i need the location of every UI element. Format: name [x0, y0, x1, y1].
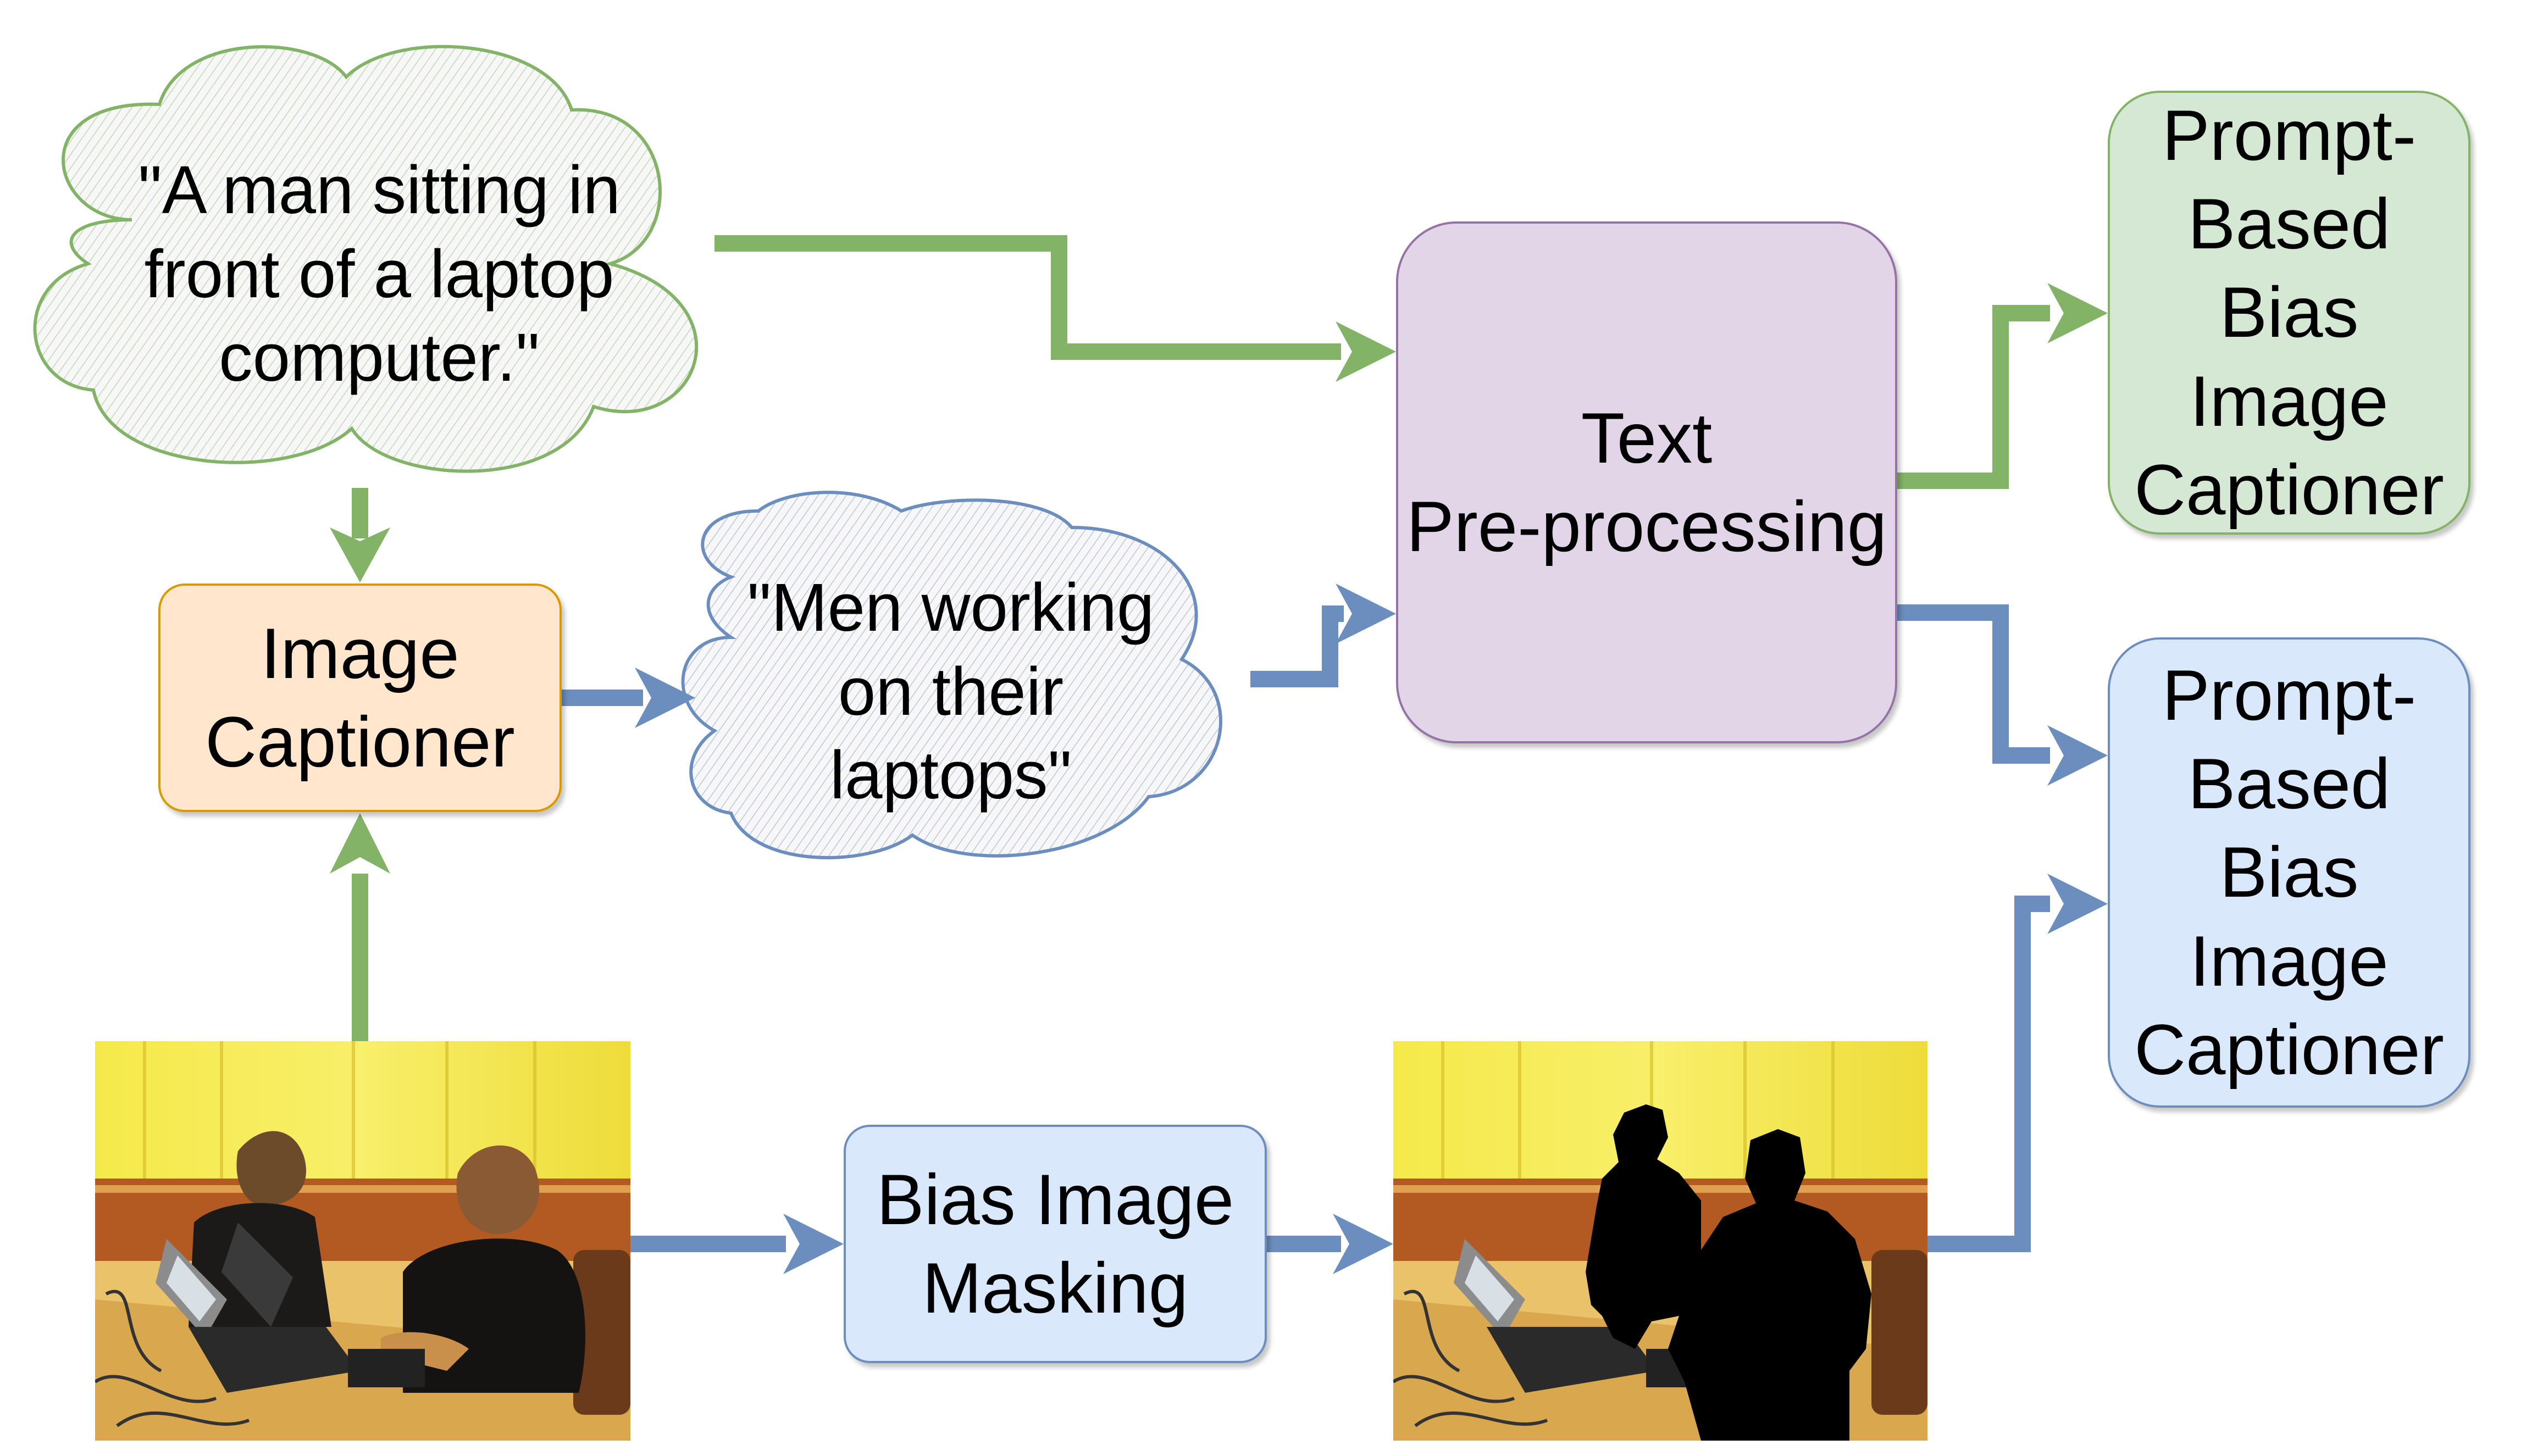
text-preprocessing-box: Text Pre-processing [1396, 221, 1897, 743]
edge-masked-photo-to-image-captioner [1927, 896, 2050, 1252]
mask-person-right [1668, 1129, 1871, 1441]
arrowhead-image-captioner-bottom [2047, 874, 2108, 934]
input-caption-cloud-hatch [35, 46, 697, 471]
arrowhead-image-captioner-top [2047, 725, 2108, 786]
edge-preprocessing-to-image-captioner [1897, 604, 2050, 764]
prompt-based-captioner-text-box: Prompt- Based Bias Image Captioner [2108, 91, 2470, 535]
arrowhead-preprocessing-green [1336, 321, 1396, 382]
arrowhead-generated-cloud [635, 668, 695, 728]
original-photo [95, 1041, 630, 1441]
bias-image-masking-box: Bias Image Masking [844, 1125, 1267, 1363]
edge-cloud-to-preprocessing [1250, 605, 1344, 687]
prompt-based-captioner-image-box: Prompt- Based Bias Image Captioner [2108, 637, 2470, 1108]
generated-caption-cloud-hatch [683, 492, 1221, 858]
image-captioner-box: Image Captioner [158, 583, 562, 812]
arrowhead-text-captioner [2047, 283, 2108, 343]
masked-photo [1393, 1041, 1927, 1441]
arrowhead-captioner-bottom [330, 813, 390, 874]
arrowhead-masked-photo [1333, 1214, 1393, 1274]
arrowhead-captioner-top [330, 527, 390, 582]
generated-caption-text: "Men working on their laptops" [747, 570, 1155, 814]
arrowhead-preprocessing-blue [1336, 583, 1396, 644]
arrowhead-masking [783, 1214, 844, 1274]
edge-preprocessing-to-text-captioner [1897, 305, 2050, 489]
mask-person-left [1586, 1104, 1701, 1349]
edge-caption-to-preprocessing [714, 235, 1341, 360]
input-caption-text: "A man sitting in front of a laptop comp… [138, 153, 621, 396]
